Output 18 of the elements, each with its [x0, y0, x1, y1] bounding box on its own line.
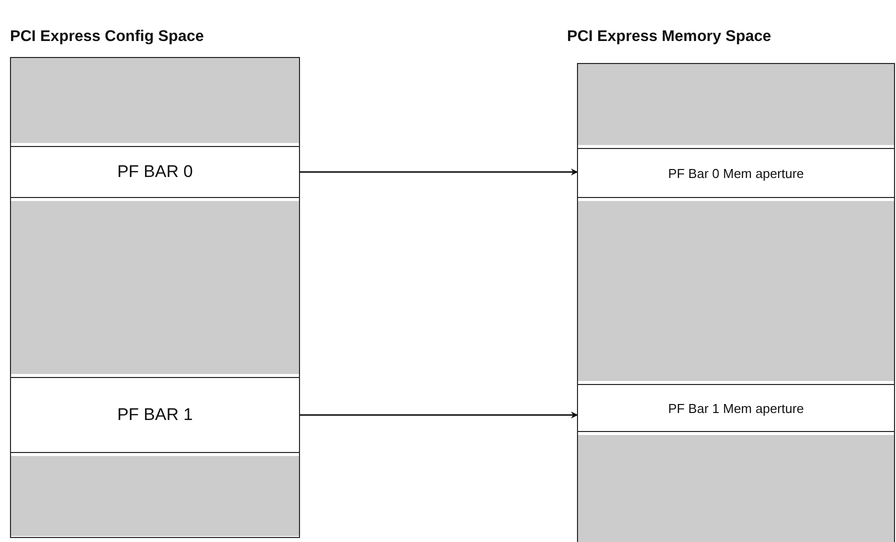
bar-region: [578, 148, 894, 198]
reserved-region: [11, 58, 299, 143]
region-label: PF Bar 0 Mem aperture: [668, 166, 804, 180]
region-label: PF Bar 1 Mem aperture: [668, 400, 804, 416]
bar-region: [11, 377, 299, 453]
bar-region: [11, 146, 299, 198]
region-label: PF BAR 1: [117, 405, 193, 425]
region-label: PF BAR 0: [117, 162, 193, 182]
reserved-region: [578, 201, 894, 381]
arrow: [299, 412, 578, 418]
arrow: [299, 168, 578, 176]
bar-region: [578, 384, 894, 432]
reserved-region: [11, 201, 299, 374]
reserved-region: [578, 64, 894, 145]
reserved-region: [11, 456, 299, 536]
reserved-region: [578, 435, 894, 542]
column-heading: PCI Express Memory Space: [567, 28, 772, 46]
column-heading: PCI Express Config Space: [10, 28, 204, 46]
